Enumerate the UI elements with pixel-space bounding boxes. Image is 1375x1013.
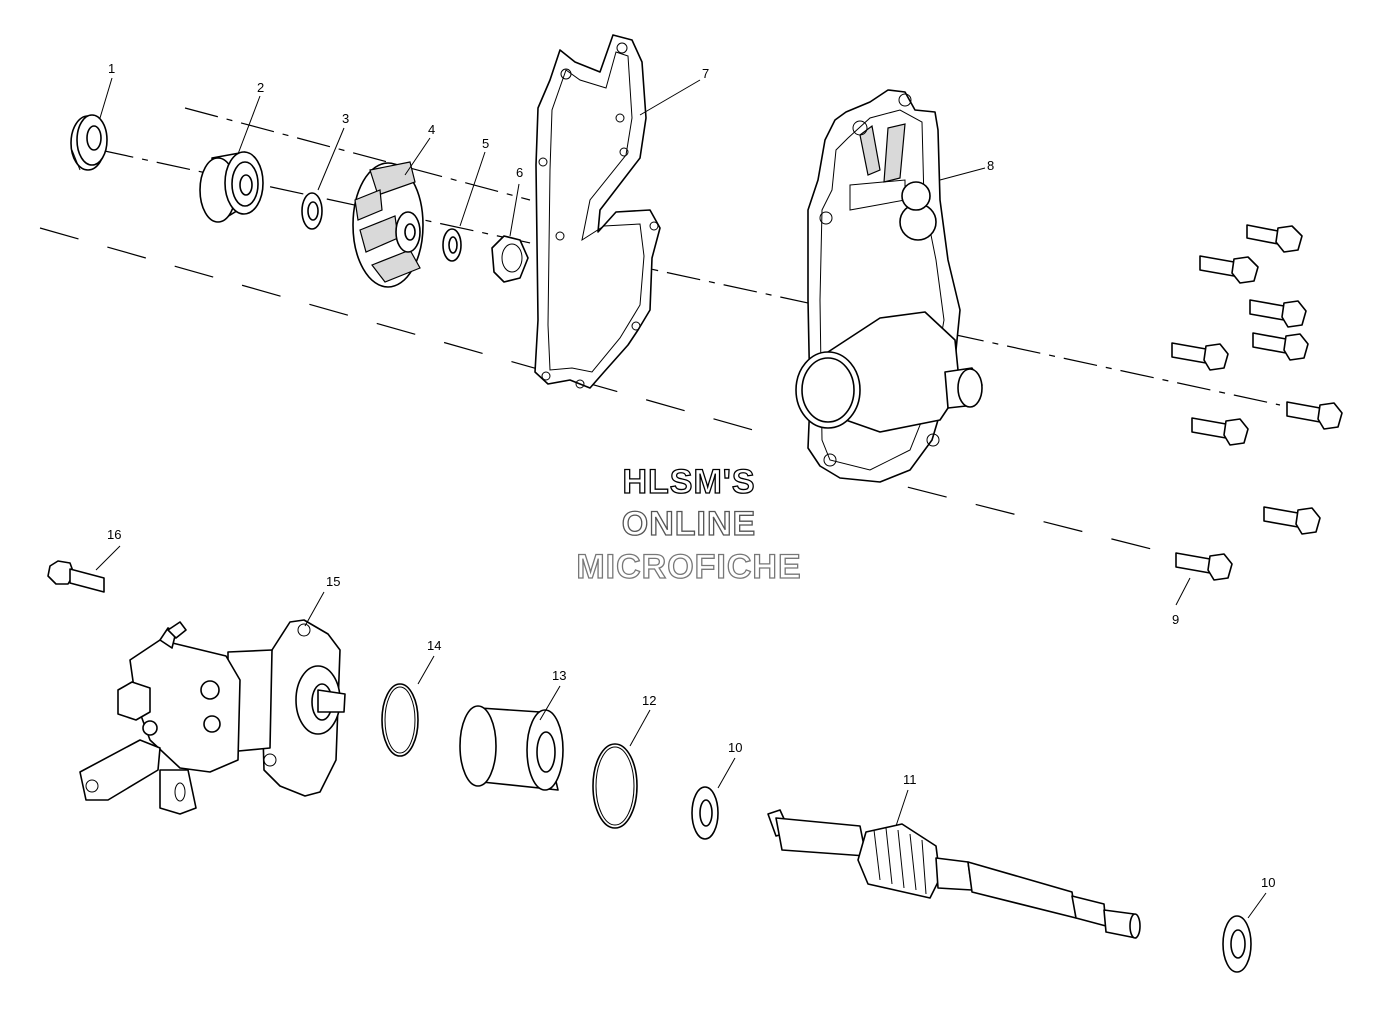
callout-6: 6 [516,165,523,180]
bolt[interactable] [1249,299,1307,328]
callout-4: 4 [428,122,435,137]
impeller-part-4[interactable] [352,161,424,288]
callout-2: 2 [257,80,264,95]
bolts-part-9[interactable] [1171,224,1343,581]
callout-13: 13 [552,668,566,683]
watermark-line-1: HLSM'S [622,463,755,501]
bolt[interactable] [1252,332,1309,361]
bolt[interactable] [1175,552,1233,581]
callout-numbers: 1 2 3 4 5 6 7 8 9 10 10 11 12 13 14 15 1… [107,61,1275,890]
bolt-part-16[interactable] [47,560,105,593]
oil-pump-part-15[interactable] [79,619,346,815]
bolt[interactable] [1199,255,1259,284]
bolt[interactable] [1171,342,1229,371]
sleeve-part-13[interactable] [459,705,564,791]
callout-7: 7 [702,66,709,81]
callout-8: 8 [987,158,994,173]
seal-part-1[interactable] [70,114,108,171]
washer-part-10-left[interactable] [691,786,719,840]
callout-11: 11 [903,772,917,787]
nut-part-6[interactable] [491,235,529,283]
callout-1: 1 [108,61,115,76]
callout-15: 15 [326,574,340,589]
watermark: HLSM'S ONLINE MICROFICHE [576,462,802,586]
callout-12: 12 [642,693,656,708]
watermark-line-3: MICROFICHE [576,548,801,586]
callout-9: 9 [1172,612,1179,627]
callout-10-right: 10 [1261,875,1275,890]
callout-16: 16 [107,527,121,542]
callout-10-left: 10 [728,740,742,755]
o-ring-part-12[interactable] [592,743,638,829]
callout-14: 14 [427,638,441,653]
o-ring-part-14[interactable] [381,683,419,757]
pump-cover-part-8[interactable] [795,89,983,483]
leader-lines [95,77,1267,919]
bolt[interactable] [1191,417,1249,446]
shaft-part-11[interactable] [767,809,1141,939]
callout-5: 5 [482,136,489,151]
bolt[interactable] [1246,224,1303,253]
gasket-part-7[interactable] [534,34,661,389]
bolt[interactable] [1263,506,1321,535]
washer-part-5[interactable] [442,228,462,262]
callout-3: 3 [342,111,349,126]
washer-part-10-right[interactable] [1222,915,1252,973]
bearing-part-2[interactable] [199,151,264,223]
centerlines [39,107,1281,556]
watermark-line-2: ONLINE [622,505,756,543]
bolt[interactable] [1286,401,1343,430]
washer-part-3[interactable] [301,192,323,230]
